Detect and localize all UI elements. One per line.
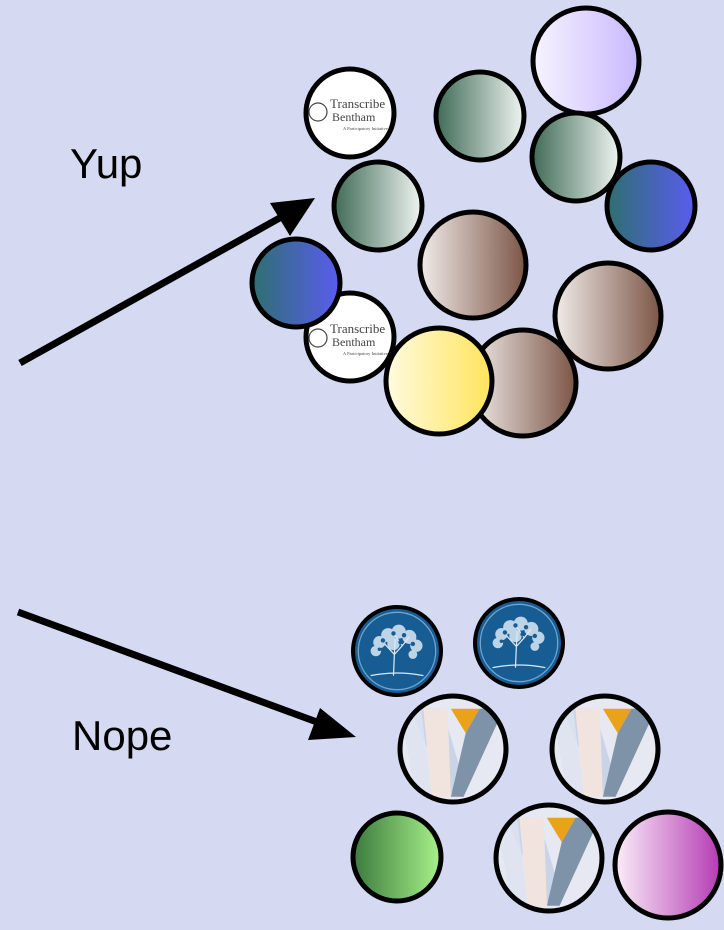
green-circle — [529, 110, 623, 204]
logo-line2: Bentham — [332, 110, 376, 124]
pink-circle — [612, 809, 724, 921]
nope-label: Nope — [72, 712, 173, 759]
bright-green-circle — [350, 810, 444, 904]
green-circle — [331, 159, 425, 253]
brown-circle — [417, 209, 529, 321]
v-logo-circle — [493, 802, 605, 914]
blue-circle — [249, 236, 343, 330]
nope-arrow — [16, 608, 356, 740]
tree-emblem-circle — [351, 605, 443, 697]
portrait-icon — [308, 328, 328, 348]
lavender-circle — [530, 5, 642, 117]
yup-arrow — [18, 198, 315, 367]
yup-label: Yup — [70, 140, 143, 187]
logo-line2: Bentham — [332, 335, 376, 349]
v-logo-circle — [397, 693, 509, 805]
v-logo-circle — [549, 693, 661, 805]
blue-circle — [604, 159, 698, 253]
green-circle — [433, 69, 527, 163]
tree-emblem-circle — [473, 597, 565, 689]
nope-cluster — [350, 597, 724, 921]
portrait-icon — [308, 102, 328, 122]
transcribe-bentham-logo-circle: Transcribe Bentham A Participatory Initi… — [303, 66, 397, 160]
logo-line3: A Participatory Initiative — [343, 126, 388, 131]
yup-cluster: Transcribe Bentham A Participatory Initi… — [249, 5, 698, 439]
logo-line1: Transcribe — [330, 321, 385, 336]
logo-line1: Transcribe — [330, 96, 385, 111]
logo-line3: A Participatory Initiative — [343, 351, 388, 356]
yellow-circle — [383, 325, 495, 437]
brown-circle — [552, 260, 664, 372]
